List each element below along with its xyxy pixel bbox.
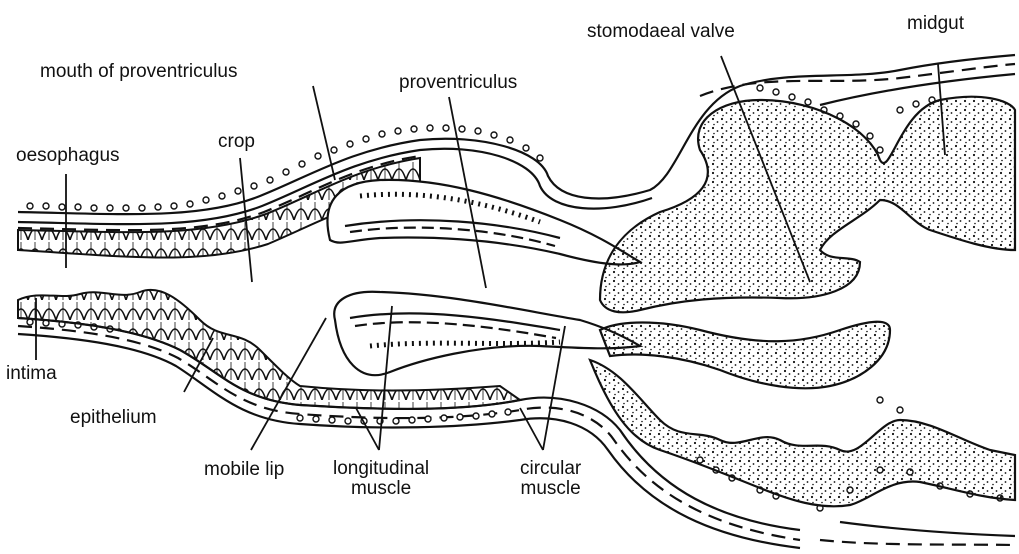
- label-mobile-lip: mobile lip: [204, 460, 284, 480]
- label-oesophagus: oesophagus: [16, 146, 120, 166]
- label-proventriculus: proventriculus: [399, 73, 517, 93]
- label-stomodaeal-valve: stomodaeal valve: [587, 22, 735, 42]
- label-epithelium: epithelium: [70, 408, 157, 428]
- label-crop: crop: [218, 132, 255, 152]
- label-longitudinal-line2: muscle: [333, 479, 429, 499]
- label-longitudinal-muscle: longitudinal muscle: [333, 459, 429, 499]
- label-circular-line2: muscle: [520, 479, 581, 499]
- label-midgut: midgut: [907, 14, 964, 34]
- label-longitudinal-line1: longitudinal: [333, 459, 429, 479]
- label-circular-line1: circular: [520, 459, 581, 479]
- stomodaeal-valve: [590, 97, 1015, 507]
- label-intima: intima: [6, 364, 57, 384]
- label-circular-muscle: circular muscle: [520, 459, 581, 499]
- label-mouth-of-proventriculus: mouth of proventriculus: [40, 62, 238, 82]
